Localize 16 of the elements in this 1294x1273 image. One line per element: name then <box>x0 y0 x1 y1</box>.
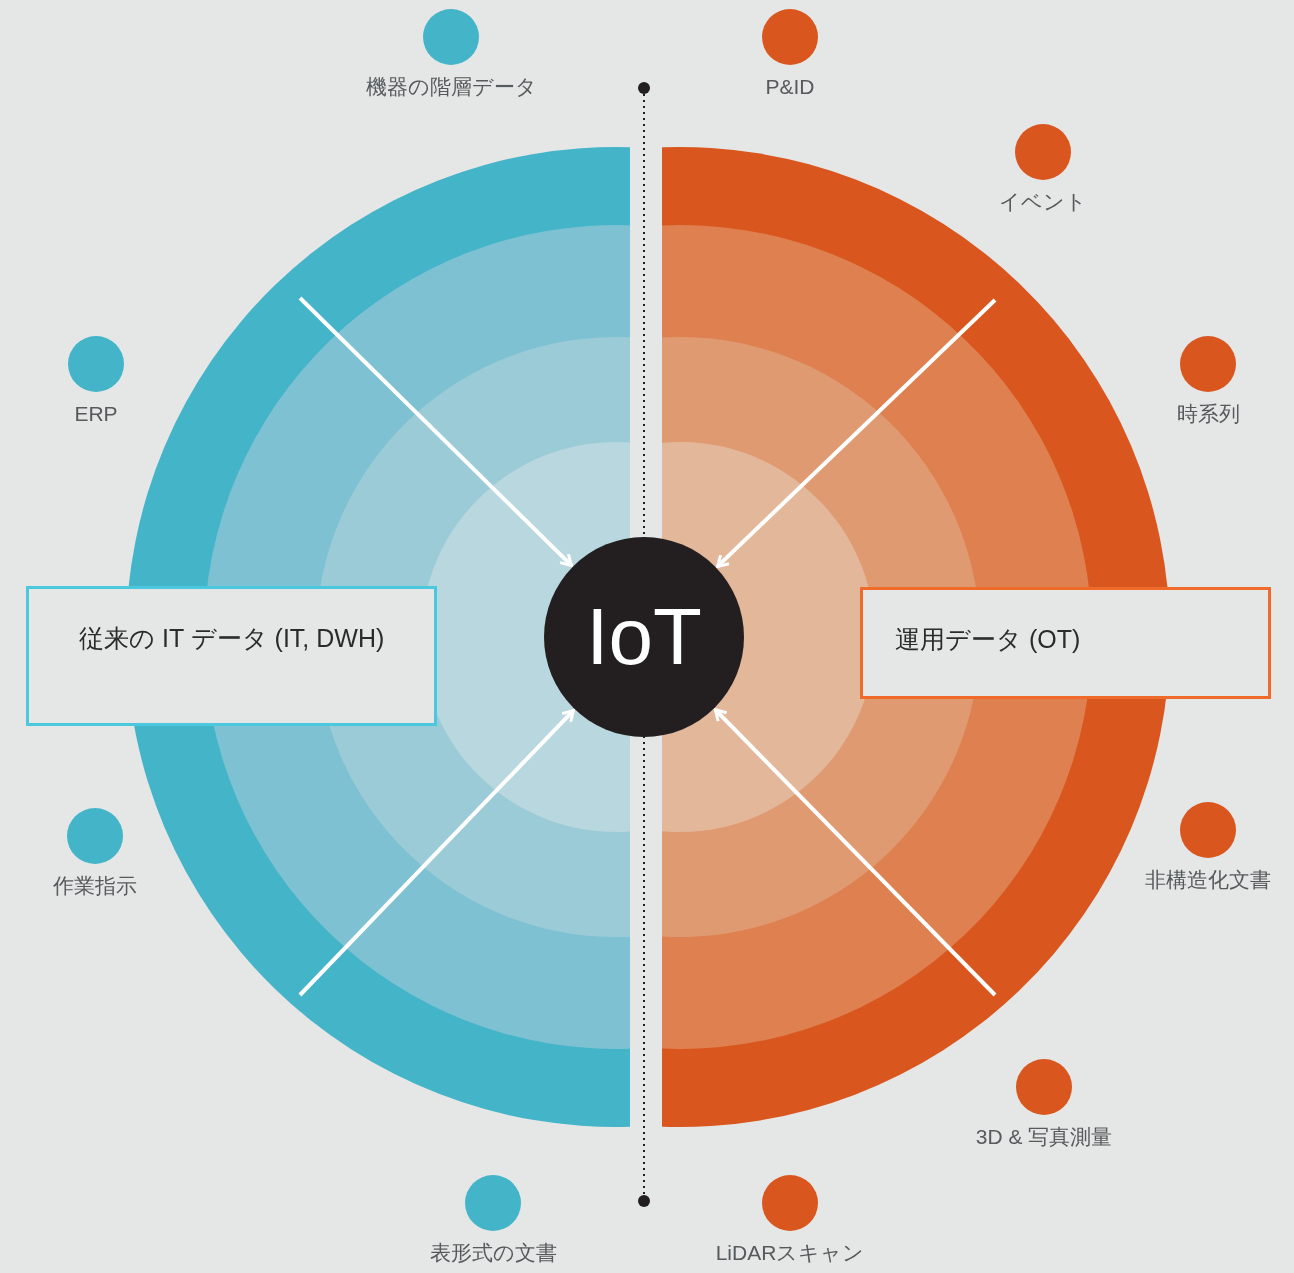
dot-label: P&ID <box>764 75 816 99</box>
dot-label: 機器の階層データ <box>364 75 538 99</box>
dot-label: イベント <box>998 190 1088 214</box>
arrow <box>298 296 573 567</box>
dot-label: 時系列 <box>1175 402 1241 426</box>
arrow <box>716 298 997 568</box>
arrow <box>713 708 997 997</box>
label-box: 従来の IT データ (IT, DWH) <box>26 586 437 726</box>
dot-label: LiDARスキャン <box>714 1241 866 1265</box>
dot-label: ERP <box>73 402 119 426</box>
label-box: 運用データ (OT) <box>860 587 1271 699</box>
dot-label: 作業指示 <box>52 874 138 898</box>
dot-label: 表形式の文書 <box>428 1241 558 1265</box>
arrow <box>298 709 575 997</box>
dot-label: 非構造化文書 <box>1144 868 1272 892</box>
dot-label: 3D & 写真測量 <box>974 1125 1114 1149</box>
